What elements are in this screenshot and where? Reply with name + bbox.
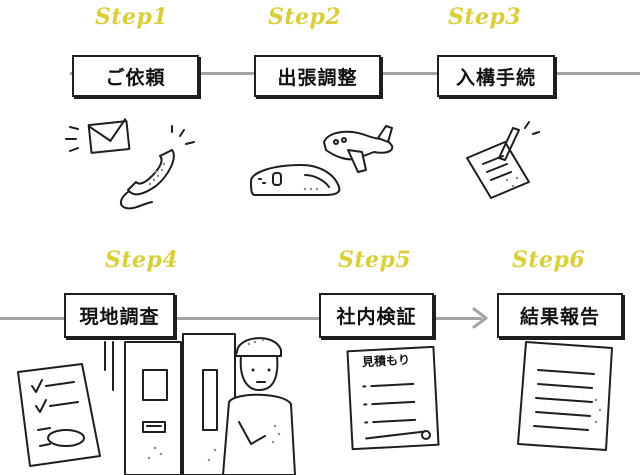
checklist-icon bbox=[17, 363, 101, 467]
step-box-2: 出張調整 bbox=[254, 55, 381, 97]
step-label-1: Step1 bbox=[95, 4, 169, 30]
report-document-icon bbox=[517, 341, 613, 451]
airplane-icon bbox=[323, 125, 394, 173]
step-label-4: Step4 bbox=[105, 247, 179, 273]
step-box-6: 結果報告 bbox=[497, 293, 623, 338]
step-label-6: Step6 bbox=[512, 247, 586, 273]
step-box-3: 入構手続 bbox=[437, 55, 555, 97]
train-icon bbox=[250, 164, 341, 196]
flow-line-row2 bbox=[0, 317, 482, 320]
step-label-5: Step5 bbox=[338, 247, 412, 273]
worker-icon bbox=[222, 337, 296, 475]
step-box-4: 現地調査 bbox=[64, 293, 175, 338]
estimate-document-icon bbox=[346, 345, 440, 451]
envelope-icon bbox=[65, 118, 131, 154]
telephone-icon bbox=[120, 125, 195, 210]
step-box-1: ご依頼 bbox=[72, 55, 199, 97]
estimate-title: 見積もり bbox=[361, 352, 411, 370]
pen-paper-icon bbox=[466, 121, 540, 199]
step-box-5: 社内検証 bbox=[319, 293, 434, 338]
step-label-2: Step2 bbox=[268, 4, 342, 30]
step-label-3: Step3 bbox=[448, 4, 522, 30]
flow-arrow-head bbox=[472, 307, 488, 329]
